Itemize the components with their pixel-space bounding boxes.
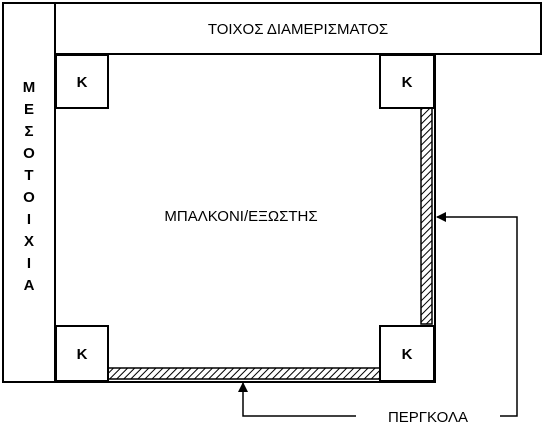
column-bottom-left: K: [55, 325, 109, 382]
column-label: K: [77, 346, 88, 363]
pergola-leader-bottom: [238, 382, 356, 417]
column-label: K: [77, 74, 88, 91]
pergola-leader-right: [436, 212, 518, 417]
column-label: K: [402, 74, 413, 91]
pergola-beam-right: [420, 107, 433, 325]
pergola-beam-bottom: [107, 367, 381, 380]
column-top-left: K: [55, 54, 109, 109]
top-wall: [54, 2, 542, 55]
balcony-area: [54, 53, 436, 383]
side-wall: [2, 2, 56, 383]
column-top-right: K: [379, 54, 435, 109]
column-label: K: [402, 346, 413, 363]
balcony-label: ΜΠΑΛΚΟΝΙ/ΕΞΩΣΤΗΣ: [164, 208, 317, 225]
pergola-label: ΠΕΡΓΚΟΛΑ: [388, 409, 468, 425]
top-wall-label: ΤΟΙΧΟΣ ΔΙΑΜΕΡΙΣΜΑΤΟΣ: [208, 21, 388, 38]
column-bottom-right: K: [379, 325, 435, 382]
